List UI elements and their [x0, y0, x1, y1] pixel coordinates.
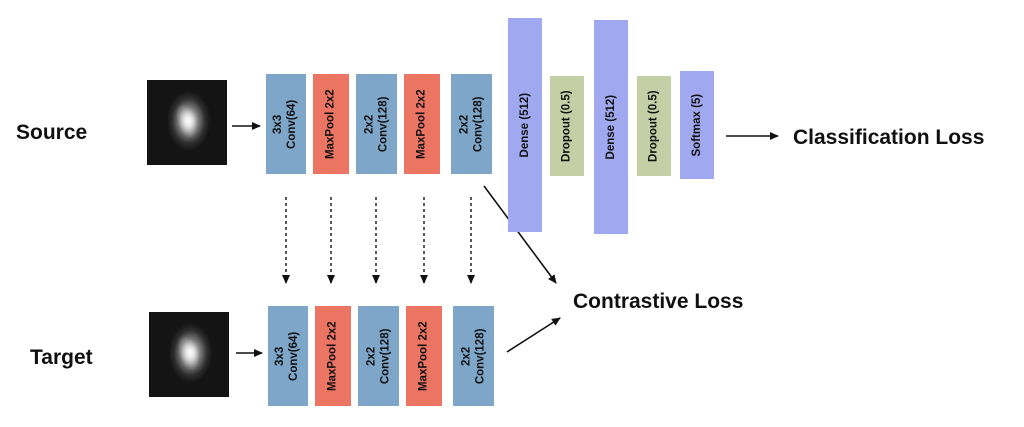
target-pool1-block: MaxPool 2x2: [315, 306, 351, 406]
target-pool1-label: MaxPool 2x2: [326, 321, 339, 391]
target-conv3-filters: Conv(128): [474, 328, 487, 384]
source-conv1-kernel: 3x3: [272, 114, 285, 134]
source-pool1-label: MaxPool 2x2: [324, 89, 337, 159]
source-conv3-filters: Conv(128): [472, 96, 485, 152]
dropout2-label: Dropout (0.5): [647, 90, 660, 162]
target-conv2-kernel: 2x2: [365, 346, 378, 366]
target-label: Target: [30, 346, 93, 369]
source-conv1-filters: Conv(64): [287, 99, 300, 149]
source-conv2-filters: Conv(128): [377, 96, 390, 152]
target-pool2-block: MaxPool 2x2: [406, 306, 442, 406]
target-conv3-kernel: 2x2: [460, 346, 473, 366]
dense2-label: Dense (512): [604, 94, 617, 160]
target-to-contrastive-arrow: [506, 317, 561, 353]
dropout1-block: Dropout (0.5): [550, 76, 584, 176]
dense1-label: Dense (512): [518, 92, 531, 158]
target-conv1-filters: Conv(64): [289, 331, 302, 381]
contrastive-loss-label: Contrastive Loss: [573, 290, 744, 313]
source-to-contrastive-arrow: [483, 185, 557, 284]
source-pool1-block: MaxPool 2x2: [313, 74, 349, 174]
dropout2-block: Dropout (0.5): [637, 76, 671, 176]
source-pool2-label: MaxPool 2x2: [415, 89, 428, 159]
source-label: Source: [16, 121, 88, 144]
softmax-block: Softmax (5): [680, 71, 714, 179]
dense2-block: Dense (512): [594, 20, 628, 234]
classification-loss-label: Classification Loss: [793, 126, 985, 149]
source-conv2-kernel: 2x2: [363, 114, 376, 134]
source-galaxy-image: [147, 80, 227, 165]
dropout1-label: Dropout (0.5): [560, 90, 573, 162]
softmax-label: Softmax (5): [690, 93, 703, 157]
target-conv2-filters: Conv(128): [379, 328, 392, 384]
target-galaxy-image: [149, 312, 229, 397]
target-conv1-kernel: 3x3: [274, 346, 287, 366]
dense1-block: Dense (512): [508, 18, 542, 232]
source-conv3-kernel: 2x2: [458, 114, 471, 134]
source-pool2-block: MaxPool 2x2: [404, 74, 440, 174]
target-pool2-label: MaxPool 2x2: [417, 321, 430, 391]
